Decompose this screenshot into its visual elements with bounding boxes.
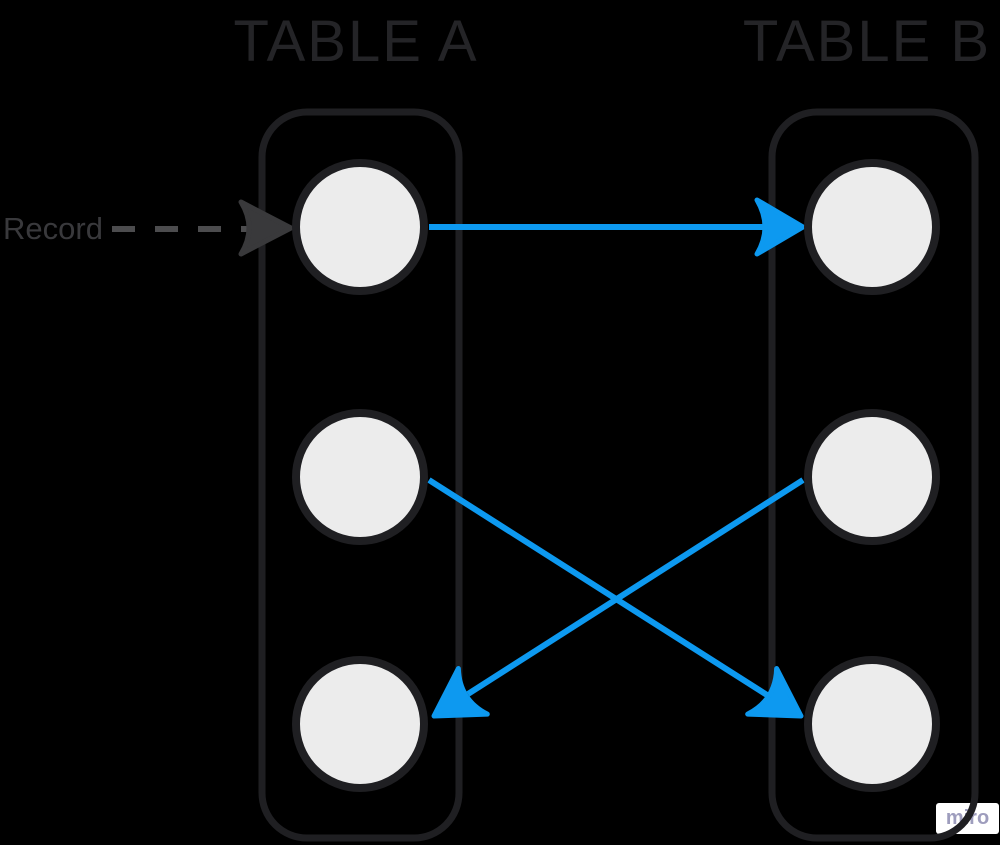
connector-a1-b1-arrowhead-icon	[754, 197, 806, 257]
record-node-a3[interactable]	[292, 656, 428, 792]
connector-b2-a3[interactable]	[466, 477, 805, 697]
connector-a2-b3-arrowhead-icon	[745, 666, 804, 719]
record-node-a2[interactable]	[292, 409, 428, 545]
table-a-title: TABLE A	[233, 9, 479, 74]
record-annotation-arrowhead-icon	[238, 199, 294, 257]
table-b-title: TABLE B	[742, 9, 992, 74]
record-node-b3[interactable]	[804, 656, 940, 792]
record-node-b1[interactable]	[804, 159, 940, 295]
record-annotation-label: Record	[3, 211, 103, 246]
connector-b2-a3-arrowhead-icon	[431, 666, 490, 719]
record-node-b2[interactable]	[804, 409, 940, 545]
table-a-container[interactable]	[258, 108, 463, 842]
connector-a2-b3[interactable]	[427, 477, 769, 698]
record-node-a1[interactable]	[292, 159, 428, 295]
table-b-container[interactable]	[768, 108, 979, 842]
